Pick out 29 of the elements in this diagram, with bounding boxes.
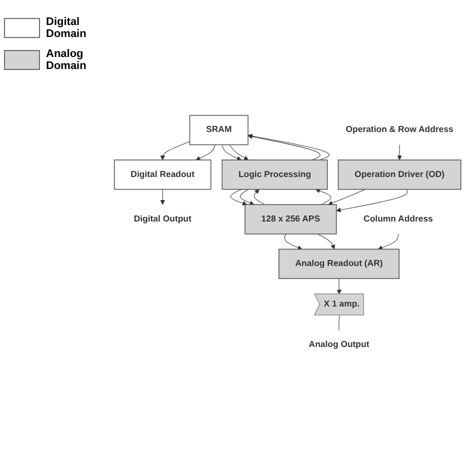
- arrow: [160, 140, 190, 160]
- node-box: Analog Readout (AR): [278, 248, 400, 278]
- arrow: [230, 188, 248, 205]
- arrow: [336, 278, 342, 294]
- node-box: Operation Driver (OD): [338, 159, 462, 190]
- node-text: Column Address: [364, 214, 433, 224]
- legend-label: Digital Domain: [46, 16, 88, 40]
- arrow: [160, 188, 165, 204]
- arrow: [328, 188, 366, 205]
- connector: [338, 314, 340, 330]
- arrow: [317, 233, 336, 249]
- arrow: [222, 144, 242, 160]
- legend-label: Analog Domain: [46, 48, 88, 72]
- node-text: Digital Output: [134, 214, 192, 224]
- arrow: [284, 233, 302, 250]
- node-box: SRAM: [189, 114, 248, 145]
- arrow: [378, 233, 398, 250]
- arrow: [397, 144, 402, 160]
- node-text: Analog Output: [308, 340, 370, 349]
- arrow: [315, 188, 332, 204]
- node-box: 128 x 256 APS: [244, 204, 337, 234]
- arrow: [336, 188, 408, 212]
- node-box: Digital Readout: [114, 159, 212, 190]
- arrow: [254, 188, 265, 204]
- arrow: [240, 188, 254, 205]
- node-box: Logic Processing: [222, 159, 328, 190]
- arrow: [229, 144, 249, 160]
- arrow: [196, 144, 216, 160]
- node-text: Operation & Row Address: [346, 124, 454, 134]
